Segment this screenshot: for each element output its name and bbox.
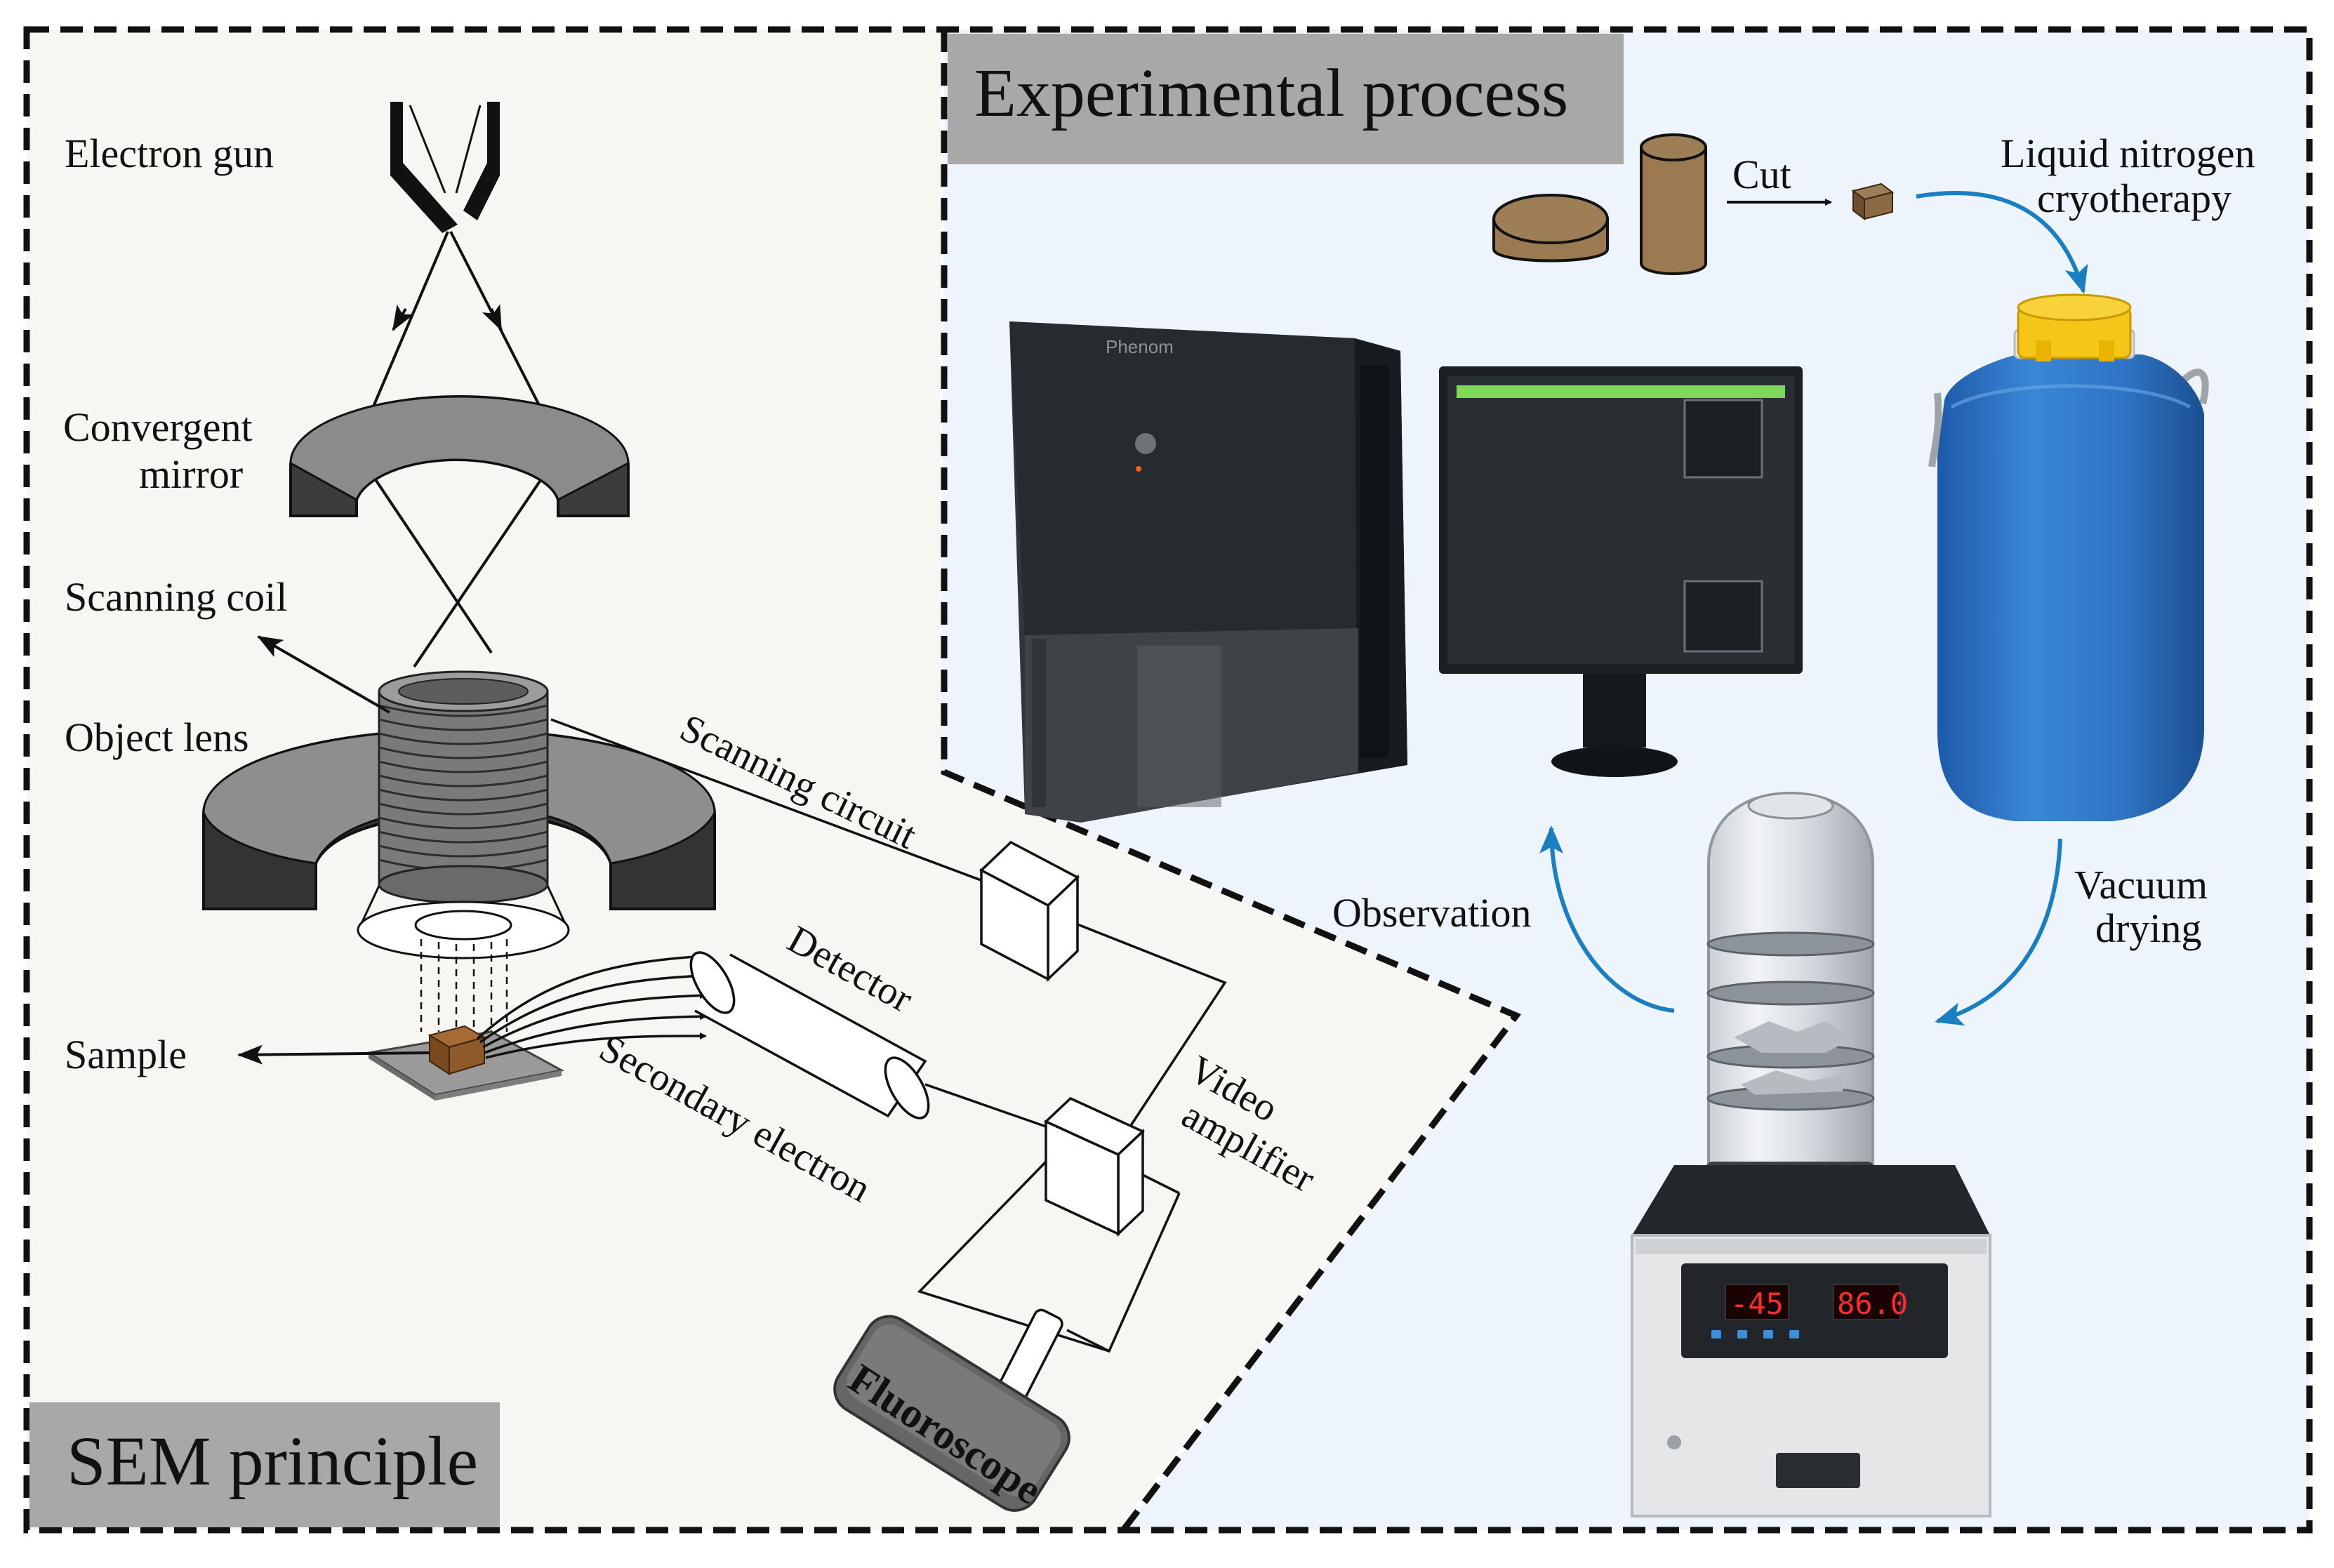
cut-arrow: Cut xyxy=(1727,152,1832,206)
label-cut: Cut xyxy=(1732,152,1791,197)
sample-cylinder xyxy=(1640,133,1707,275)
freeze-dryer: -45 86.0 xyxy=(1631,791,1991,1517)
label-scanning-coil: Scanning coil xyxy=(65,574,287,620)
label-vacuum: Vacuum xyxy=(2074,862,2208,908)
label-convergent: Convergent xyxy=(63,404,253,450)
dryer-left-readout: -45 xyxy=(1730,1287,1784,1321)
dryer-right-readout: 86.0 xyxy=(1837,1287,1908,1321)
electron-beam xyxy=(354,231,563,668)
outer-dashed-frame xyxy=(23,26,2313,1534)
detector xyxy=(689,951,930,1119)
label-object-lens: Object lens xyxy=(65,715,249,760)
arrow-to-dryer xyxy=(1935,838,2062,1026)
sample-stage xyxy=(365,1030,565,1101)
ln2-label: Liquid nitrogen cryotherapy xyxy=(2001,131,2255,221)
arrow-to-sem xyxy=(1539,825,1675,1013)
label-electron-gun: Electron gun xyxy=(65,131,274,176)
convergent-mirror xyxy=(289,394,630,517)
liquid-nitrogen-dewar xyxy=(1928,293,2209,821)
sem-panel-title: SEM principle xyxy=(67,1422,478,1500)
arrow-to-ln2 xyxy=(1916,191,2088,294)
sem-monitor xyxy=(1439,366,1803,777)
label-sample: Sample xyxy=(65,1032,187,1077)
dashed-borders xyxy=(23,26,2313,1534)
experiment-title-box: Experimental process xyxy=(948,34,1624,164)
phenom-sem-instrument: Phenom xyxy=(1009,321,1407,823)
sample-cube xyxy=(1851,182,1895,220)
phenom-brand-label: Phenom xyxy=(1106,336,1174,357)
sample-disk xyxy=(1492,194,1609,263)
label-cryotherapy: cryotherapy xyxy=(2037,175,2232,221)
label-mirror: mirror xyxy=(139,451,243,497)
fluoroscope xyxy=(833,1308,1110,1512)
electron-gun xyxy=(390,102,500,233)
vacuum-label: Vacuum drying xyxy=(2074,862,2208,951)
divider-dashed-line xyxy=(941,29,1522,1532)
sample-block xyxy=(427,1025,486,1075)
label-arrows xyxy=(237,635,430,1065)
sem-title-box: SEM principle xyxy=(29,1402,500,1527)
circuit-wires xyxy=(550,718,1227,1353)
secondary-electron-paths xyxy=(476,952,707,1059)
label-liquid-nitrogen: Liquid nitrogen xyxy=(2001,131,2255,176)
experiment-panel-title: Experimental process xyxy=(974,55,1568,131)
scanning-coil xyxy=(378,670,549,904)
label-observation: Observation xyxy=(1332,890,1532,936)
scanning-circuit-box xyxy=(979,840,1080,983)
label-drying: drying xyxy=(2095,905,2201,951)
video-amplifier-box xyxy=(1043,1096,1146,1237)
